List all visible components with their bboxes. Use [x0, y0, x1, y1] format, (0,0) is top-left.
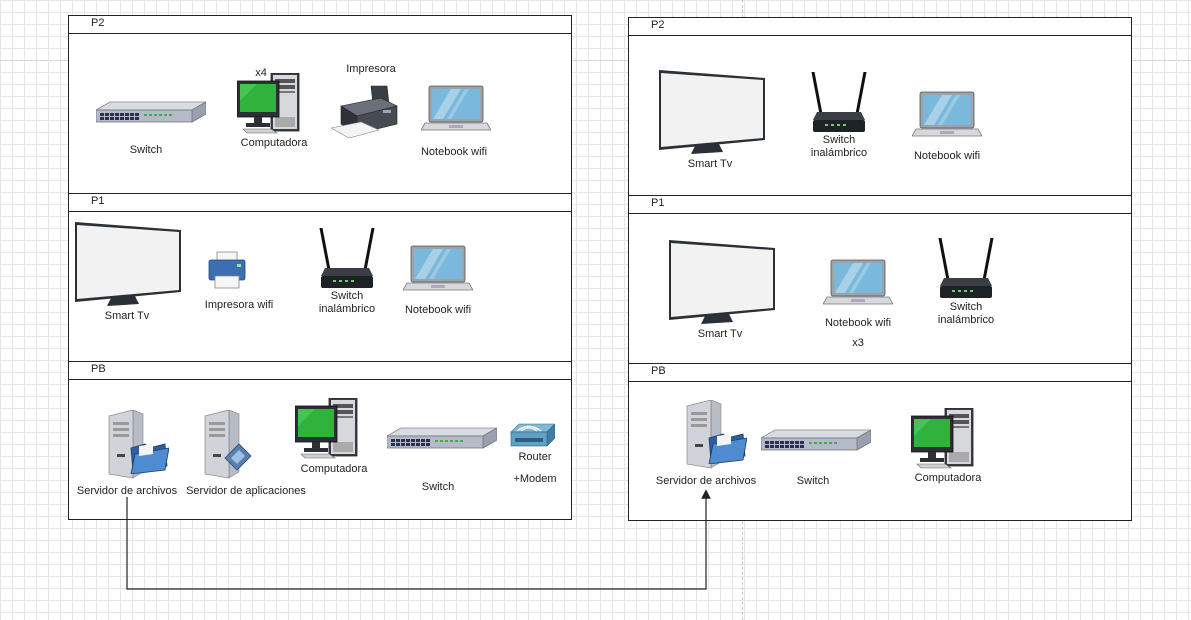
floor-title: PB [651, 365, 666, 377]
device-label: Computadora [300, 463, 368, 475]
floor-p2: P2 Smart Tv Switch inalámbrico Notebook … [629, 18, 1131, 195]
device-label: Notebook wifi [913, 150, 981, 162]
floor-p2: P2 Switch x4 Computadora Impresora Noteb… [69, 16, 571, 193]
switch-icon[interactable] [761, 428, 871, 452]
quantity-note: x3 [852, 337, 864, 349]
device-label: Switch inalámbrico [810, 134, 868, 159]
wireless-switch-icon[interactable] [936, 238, 996, 300]
device-label: Notebook wifi [420, 146, 488, 158]
wifi-printer-icon[interactable] [207, 250, 247, 294]
switch-icon[interactable] [96, 100, 206, 124]
device-label: Switch inalámbrico [937, 301, 995, 326]
device-label: Servidor de archivos [76, 485, 178, 497]
device-label: Switch [796, 475, 830, 487]
device-label: Notebook wifi [404, 304, 472, 316]
floor-header: P1 [629, 196, 1131, 214]
switch-icon[interactable] [387, 426, 497, 450]
printer-icon[interactable] [331, 84, 399, 140]
device-label: Servidor de aplicaciones [186, 485, 306, 497]
floor-title: P1 [651, 197, 665, 209]
device-label: Switch inalámbrico [318, 290, 376, 315]
device-label: Computadora [914, 472, 982, 484]
floor-header: PB [69, 362, 571, 380]
smart-tv-icon[interactable] [657, 68, 767, 154]
building-1: P2 Switch x4 Computadora Impresora Noteb… [68, 15, 572, 520]
laptop-icon[interactable] [421, 84, 491, 134]
floor-pb: PB Servidor de archivos Servidor de apli… [69, 361, 571, 520]
computer-icon[interactable] [237, 73, 301, 135]
computer-icon[interactable] [295, 398, 359, 460]
building-2: P2 Smart Tv Switch inalámbrico Notebook … [628, 17, 1132, 521]
floor-title: P2 [651, 19, 665, 31]
device-label: Router +Modem [513, 451, 557, 485]
device-label: Impresora [346, 63, 396, 75]
smart-tv-icon[interactable] [667, 238, 777, 324]
laptop-icon[interactable] [823, 258, 893, 308]
floor-title: P2 [91, 17, 105, 29]
floor-header: P2 [629, 18, 1131, 36]
wireless-switch-icon[interactable] [317, 228, 377, 290]
file-server-icon[interactable] [681, 400, 747, 472]
floor-title: P1 [91, 195, 105, 207]
device-label: Impresora wifi [204, 299, 274, 311]
floor-pb: PB Servidor de archivos Switch Computado… [629, 363, 1131, 521]
computer-icon[interactable] [911, 408, 975, 470]
wireless-switch-icon[interactable] [809, 72, 869, 134]
device-label: Smart Tv [104, 310, 150, 322]
device-label: Switch [421, 481, 455, 493]
floor-header: PB [629, 364, 1131, 382]
app-server-icon[interactable] [199, 410, 259, 482]
device-label: Computadora [240, 137, 308, 149]
floor-p1: P1 Smart Tv Notebook wifi x3 Switch inal… [629, 195, 1131, 363]
quantity-note: x4 [255, 67, 267, 79]
smart-tv-icon[interactable] [73, 220, 183, 306]
device-label: Servidor de archivos [655, 475, 757, 487]
floor-header: P1 [69, 194, 571, 212]
device-label: Switch [129, 144, 163, 156]
file-server-icon[interactable] [103, 410, 169, 482]
guide-line-horizontal [0, 60, 1191, 61]
floor-p1: P1 Smart Tv Impresora wifi Switch inalám… [69, 193, 571, 361]
laptop-icon[interactable] [403, 244, 473, 294]
laptop-icon[interactable] [912, 90, 982, 140]
floor-title: PB [91, 363, 106, 375]
device-label: Notebook wifi [824, 317, 892, 329]
floor-header: P2 [69, 16, 571, 34]
device-label: Smart Tv [687, 158, 733, 170]
device-label: Smart Tv [697, 328, 743, 340]
